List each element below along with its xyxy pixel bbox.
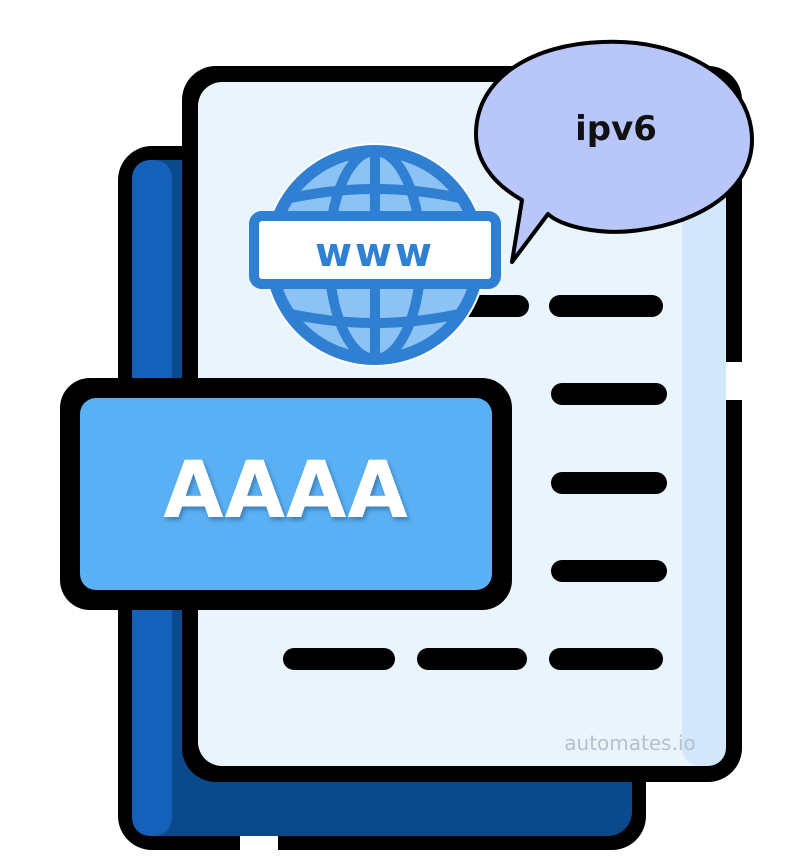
www-banner: www <box>249 211 501 289</box>
speech-bubble-icon: ipv6 <box>474 39 754 264</box>
aaaa-label: AAAA <box>163 446 408 536</box>
www-label: www <box>315 230 435 276</box>
watermark-text: automates.io <box>564 731 695 755</box>
document-text-lines <box>283 295 667 670</box>
record-type-label: AAAA <box>60 378 512 610</box>
ipv6-label: ipv6 <box>575 109 657 149</box>
